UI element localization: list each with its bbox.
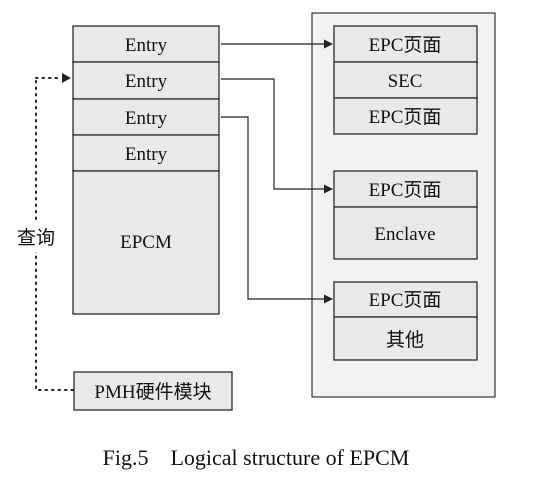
epc-page-group-3: EPC页面 其他 [333, 281, 478, 361]
epcm-table: Entry Entry Entry Entry EPCM [72, 25, 220, 315]
arrow-entry2-to-page3 [221, 78, 333, 194]
epcm-body [72, 170, 220, 315]
epcm-entry-2 [72, 61, 220, 100]
epc-page-4-label: EPC页面 [369, 290, 442, 311]
epc-page-1-label: EPC页面 [369, 35, 442, 56]
epcm-entry-4 [72, 134, 220, 172]
epcm-entry-4-label: Entry [125, 144, 168, 165]
epcm-entry-1 [72, 25, 220, 63]
epc-page-2-label: EPC页面 [369, 107, 442, 128]
epc-page-3-label: EPC页面 [369, 180, 442, 201]
epc-page-4 [333, 281, 478, 318]
sec-block [333, 61, 478, 99]
query-arrowhead [62, 73, 71, 83]
query-label: 查询 [17, 227, 55, 249]
query-dotted-line [35, 77, 74, 391]
epc-page-group-1: EPC页面 SEC EPC页面 [333, 25, 478, 135]
epc-page-2 [333, 97, 478, 135]
epcm-entry-2-label: Entry [125, 71, 168, 92]
sec-block-label: SEC [388, 71, 423, 92]
figure-caption: Fig.5 Logical structure of EPCM [103, 445, 410, 470]
epcm-entry-3-label: Entry [125, 108, 168, 129]
other-block-label: 其他 [386, 329, 424, 351]
epcm-entry-1-label: Entry [125, 35, 168, 56]
enclave-block-label: Enclave [374, 224, 435, 245]
enclave-block [333, 206, 478, 260]
other-block [333, 316, 478, 361]
epcm-label: EPCM [120, 232, 172, 253]
epc-page-3 [333, 170, 478, 208]
epc-page-group-2: EPC页面 Enclave [333, 170, 478, 260]
pmh-module [73, 371, 233, 411]
query-label-bg [10, 222, 62, 252]
arrow-entry3-to-page4 [221, 116, 333, 304]
pmh-module-label: PMH硬件模块 [94, 381, 211, 403]
epcm-entry-3 [72, 98, 220, 136]
